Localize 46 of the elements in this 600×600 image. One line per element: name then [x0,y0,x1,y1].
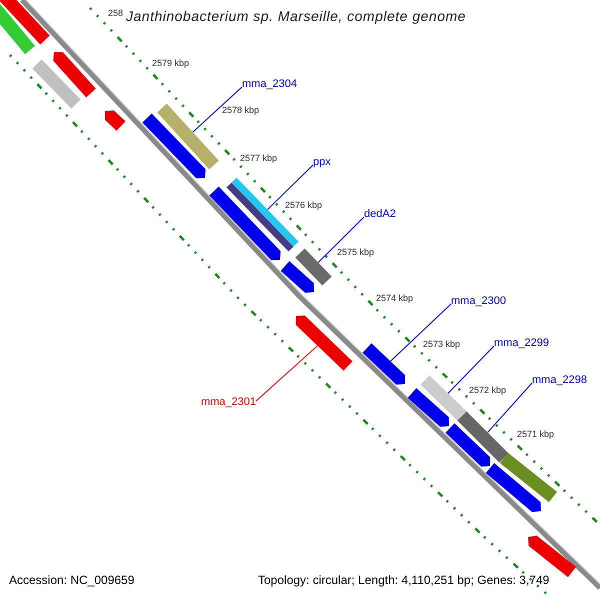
scale-label: 2573 kbp [423,340,460,349]
gene-bar [486,463,541,512]
leader-line [448,346,494,394]
gene-bar [0,0,50,44]
gene-bar [209,186,281,260]
gene-bar [362,343,406,385]
leader-line [390,304,452,362]
gene-bar [500,452,558,502]
gene-bar [32,59,81,109]
scale-label: 2576 kbp [285,201,322,210]
gene-label: mma_2299 [494,337,550,349]
scale-label: 2571 kbp [517,430,554,439]
gene-bar [157,104,219,170]
gene-bar [53,52,96,98]
gene-label: dedA2 [364,208,396,220]
info-text: Accession: NC_009659 [9,574,134,586]
leader-line [318,216,364,263]
gene-bar [295,248,332,286]
title: Janthinobacterium sp. Marseille, complete genome [125,8,467,24]
scale-label: 2578 kbp [222,106,260,115]
scale-label: 258 [108,9,124,18]
leader-line [487,382,532,433]
gene-label: mma_2301 [200,396,256,408]
scale-label: 2575 kbp [337,248,374,257]
scale-label: 2572 kbp [469,386,506,395]
gene-bar [0,4,35,54]
leader-line [192,86,242,133]
gene-bar [528,536,576,578]
scale-label: 2579 kbp [152,59,190,68]
gene-bar [408,388,449,427]
gene-bar [104,110,126,131]
scale-label: 2574 kbp [376,294,414,303]
gene-bar [296,315,352,371]
gene-bar [446,423,490,467]
gene-label: ppx [313,156,331,168]
info-text: Topology: circular; Length: 4,110,251 bp; Genes: 3,749 [258,574,550,586]
gene-bar [457,411,509,463]
gene-bar [142,113,206,178]
scale-label: 2577 kbp [240,154,278,163]
leader-line [267,164,314,210]
leader-line [256,345,318,402]
gene-label: mma_2298 [532,374,588,386]
gene-label: mma_2300 [451,295,506,307]
gene-bar [280,261,314,293]
gene-bar [420,375,467,421]
gene-label: mma_2304 [242,78,298,90]
